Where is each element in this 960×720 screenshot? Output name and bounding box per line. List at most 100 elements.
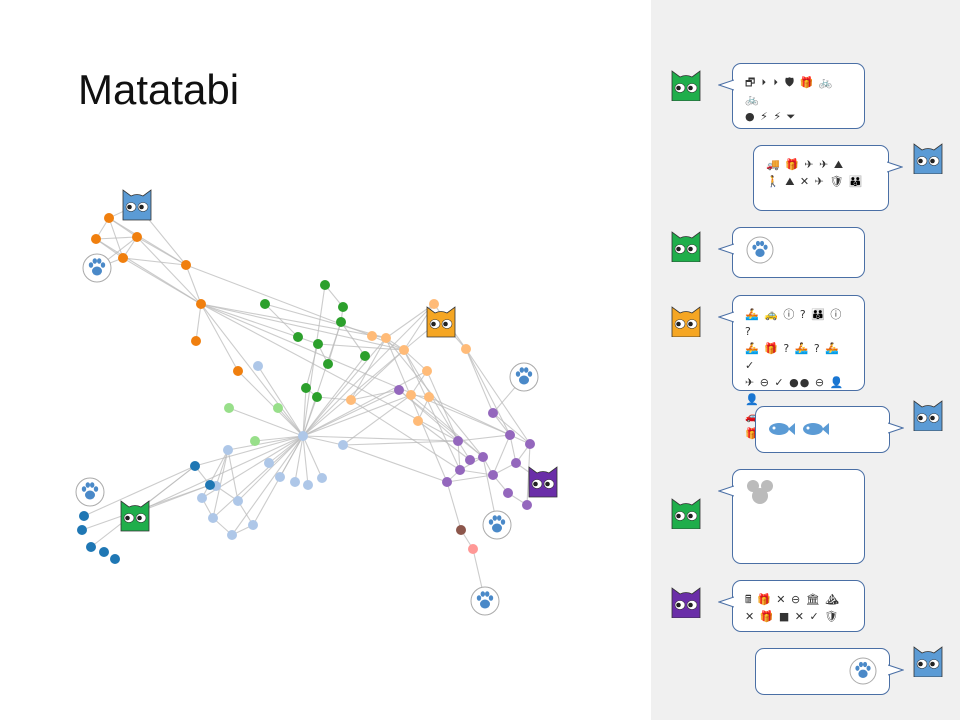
graph-node-purple[interactable] bbox=[442, 477, 452, 487]
graph-node-dark-green[interactable] bbox=[338, 302, 348, 312]
graph-node-light-blue[interactable] bbox=[275, 472, 285, 482]
graph-node-light-blue[interactable] bbox=[227, 530, 237, 540]
graph-edge bbox=[426, 370, 459, 442]
graph-node-brown[interactable] bbox=[456, 525, 466, 535]
chat-message-5[interactable] bbox=[755, 406, 904, 453]
graph-node-light-blue[interactable] bbox=[338, 440, 348, 450]
orange-cat-icon bbox=[671, 306, 701, 337]
graph-node-purple[interactable] bbox=[503, 488, 513, 498]
graph-node-dark-blue[interactable] bbox=[77, 525, 87, 535]
green-cat-avatar-icon bbox=[671, 70, 701, 101]
graph-node-purple[interactable] bbox=[511, 458, 521, 468]
graph-node-dark-green[interactable] bbox=[312, 392, 322, 402]
graph-node-orange[interactable] bbox=[233, 366, 243, 376]
graph-node-light-orange[interactable] bbox=[346, 395, 356, 405]
graph-node-light-orange[interactable] bbox=[406, 390, 416, 400]
graph-node-light-orange[interactable] bbox=[424, 392, 434, 402]
graph-node-dark-blue[interactable] bbox=[190, 461, 200, 471]
graph-node-light-green[interactable] bbox=[250, 436, 260, 446]
graph-node-light-blue[interactable] bbox=[223, 445, 233, 455]
graph-edge bbox=[350, 389, 400, 401]
graph-node-light-blue[interactable] bbox=[253, 361, 263, 371]
graph-node-dark-green[interactable] bbox=[293, 332, 303, 342]
graph-node-light-green[interactable] bbox=[273, 403, 283, 413]
graph-node-light-blue[interactable] bbox=[290, 477, 300, 487]
graph-node-purple[interactable] bbox=[478, 452, 488, 462]
graph-edge bbox=[302, 435, 344, 446]
graph-node-purple[interactable] bbox=[394, 385, 404, 395]
graph-edge bbox=[200, 303, 387, 339]
graph-edge bbox=[108, 217, 187, 266]
blue-cat-avatar-icon bbox=[913, 143, 943, 174]
graph-node-dark-blue[interactable] bbox=[205, 480, 215, 490]
graph-edge bbox=[385, 337, 448, 483]
graph-edge bbox=[305, 343, 319, 389]
graph-node-light-orange[interactable] bbox=[429, 299, 439, 309]
graph-node-purple[interactable] bbox=[465, 455, 475, 465]
graph-edge bbox=[228, 407, 304, 437]
graph-node-light-blue[interactable] bbox=[298, 431, 308, 441]
graph-node-purple[interactable] bbox=[505, 430, 515, 440]
graph-node-light-blue[interactable] bbox=[248, 520, 258, 530]
graph-node-dark-green[interactable] bbox=[323, 359, 333, 369]
network-graph[interactable] bbox=[0, 0, 650, 720]
graph-node-light-blue[interactable] bbox=[233, 496, 243, 506]
chat-panel[interactable]: 🗗 ⏵ ⏵ 🛡 🎁 🚲 🚲 ● ⚡ ⚡ ⏷ 🚚 🎁 ✈ ✈ ⛰ 🚶 ⛰ ✕ ✈ 🛡… bbox=[651, 0, 960, 720]
graph-node-light-blue[interactable] bbox=[303, 480, 313, 490]
graph-node-dark-green[interactable] bbox=[360, 351, 370, 361]
graph-node-light-orange[interactable] bbox=[399, 345, 409, 355]
graph-edge bbox=[417, 420, 471, 461]
graph-node-light-orange[interactable] bbox=[422, 366, 432, 376]
graph-node-light-orange[interactable] bbox=[367, 331, 377, 341]
graph-node-orange[interactable] bbox=[196, 299, 206, 309]
graph-node-dark-blue[interactable] bbox=[99, 547, 109, 557]
graph-edge bbox=[350, 399, 461, 471]
graph-edge bbox=[350, 337, 387, 401]
graph-node-light-orange[interactable] bbox=[413, 416, 423, 426]
chat-message-3[interactable] bbox=[718, 227, 865, 278]
graph-node-dark-green[interactable] bbox=[301, 383, 311, 393]
graph-edge bbox=[465, 348, 494, 414]
graph-node-dark-blue[interactable] bbox=[79, 511, 89, 521]
chat-message-7[interactable]: 🖩 🎁 ✕ ⊖ 🏛 ⛰ ✕ 🎁 ■ ✕ ✓ 🛡 bbox=[718, 580, 865, 632]
graph-node-dark-green[interactable] bbox=[320, 280, 330, 290]
graph-node-dark-blue[interactable] bbox=[110, 554, 120, 564]
graph-node-purple[interactable] bbox=[455, 465, 465, 475]
chat-message-6[interactable] bbox=[718, 469, 865, 564]
graph-node-dark-blue[interactable] bbox=[86, 542, 96, 552]
graph-node-orange[interactable] bbox=[118, 253, 128, 263]
chat-message-1[interactable]: 🗗 ⏵ ⏵ 🛡 🎁 🚲 🚲 ● ⚡ ⚡ ⏷ bbox=[718, 63, 865, 129]
graph-node-purple[interactable] bbox=[522, 500, 532, 510]
bubble-tail bbox=[718, 243, 734, 255]
graph-node-dark-green[interactable] bbox=[313, 339, 323, 349]
graph-node-light-blue[interactable] bbox=[197, 493, 207, 503]
graph-node-light-blue[interactable] bbox=[208, 513, 218, 523]
graph-node-dark-green[interactable] bbox=[260, 299, 270, 309]
chat-message-4[interactable]: 🚣 🚕 ⓘ ? 👪 ⓘ ? 🚣 🎁 ? 🚣 ? 🚣 ✓ ✈ ⊖ ✓ ●● ⊖ 👤… bbox=[718, 295, 865, 440]
graph-node-dark-green[interactable] bbox=[336, 317, 346, 327]
graph-node-orange[interactable] bbox=[181, 260, 191, 270]
graph-node-light-orange[interactable] bbox=[381, 333, 391, 343]
blue-cat-avatar-icon bbox=[913, 400, 943, 431]
graph-node-orange[interactable] bbox=[104, 213, 114, 223]
graph-node-orange[interactable] bbox=[191, 336, 201, 346]
graph-edge bbox=[227, 449, 239, 502]
graph-node-light-blue[interactable] bbox=[264, 458, 274, 468]
graph-node-purple[interactable] bbox=[488, 470, 498, 480]
green-cat-icon bbox=[120, 500, 150, 532]
chat-message-8[interactable] bbox=[755, 648, 904, 695]
graph-node-salmon[interactable] bbox=[468, 544, 478, 554]
graph-edge bbox=[302, 370, 428, 437]
graph-node-orange[interactable] bbox=[132, 232, 142, 242]
chat-message-2[interactable]: 🚚 🎁 ✈ ✈ ⛰ 🚶 ⛰ ✕ ✈ 🛡 👪 bbox=[753, 145, 903, 211]
bubble-tail bbox=[718, 79, 734, 91]
purple-cat-icon bbox=[671, 587, 701, 618]
graph-node-purple[interactable] bbox=[453, 436, 463, 446]
graph-node-light-green[interactable] bbox=[224, 403, 234, 413]
graph-node-light-blue[interactable] bbox=[317, 473, 327, 483]
graph-node-purple[interactable] bbox=[525, 439, 535, 449]
graph-node-purple[interactable] bbox=[488, 408, 498, 418]
graph-node-light-orange[interactable] bbox=[461, 344, 471, 354]
graph-edge bbox=[95, 238, 202, 305]
graph-node-orange[interactable] bbox=[91, 234, 101, 244]
